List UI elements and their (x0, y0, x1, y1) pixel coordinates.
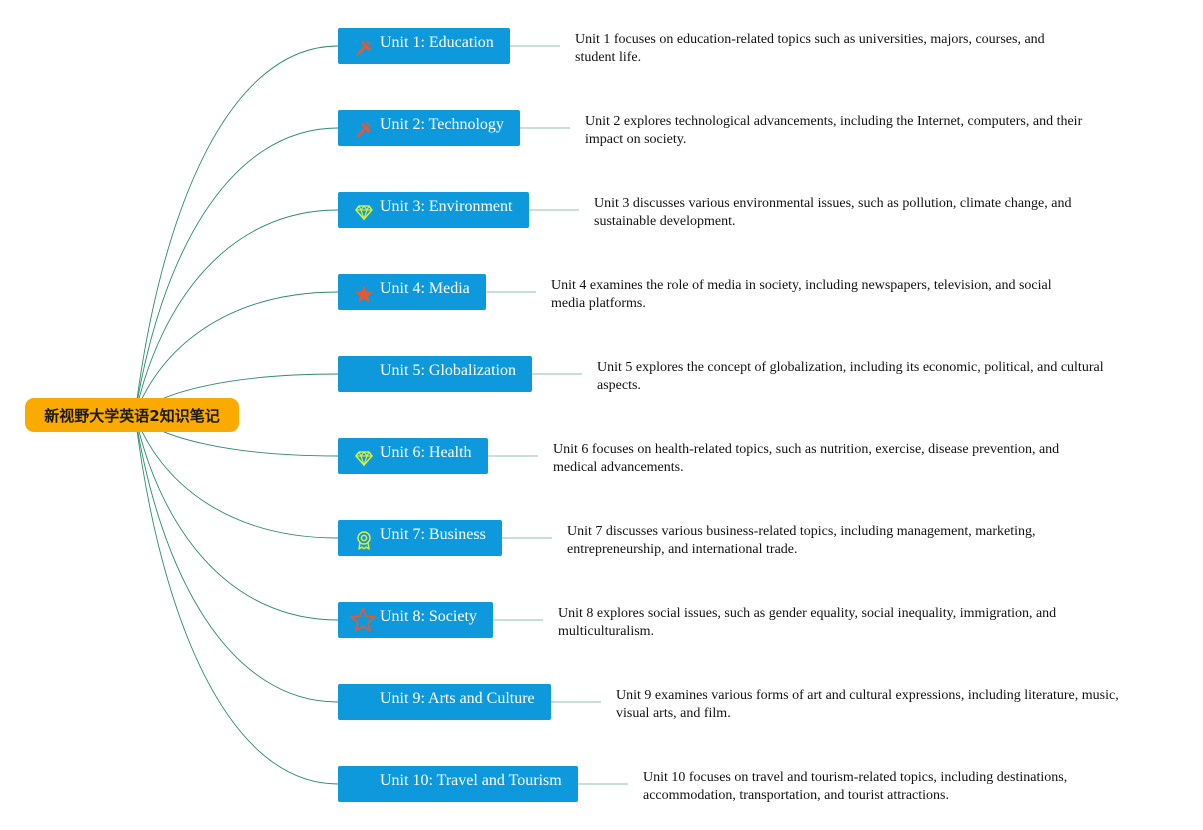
connector-curve (134, 414, 339, 539)
hammer-icon (354, 36, 374, 56)
unit-topic-label: Unit 3: Environment (380, 198, 513, 215)
diamond-icon (354, 446, 374, 467)
unit-topic-6[interactable]: Unit 6: Health (338, 438, 488, 474)
award-icon (354, 528, 374, 550)
unit-topic-label: Unit 5: Globalization (380, 362, 516, 379)
unit-topic-8[interactable]: Unit 8: Society (338, 602, 493, 638)
unit-topic-9[interactable]: Unit 9: Arts and Culture (338, 684, 551, 720)
root-topic[interactable]: 新视野大学英语2知识笔记 (25, 398, 239, 432)
unit-topic-label: Unit 7: Business (380, 526, 486, 543)
unit-topic-label: Unit 8: Society (380, 608, 477, 625)
unit-description-10[interactable]: Unit 10 focuses on travel and tourism-re… (643, 770, 1068, 803)
unit-topic-2[interactable]: Unit 2: Technology (338, 110, 520, 146)
unit-description-7[interactable]: Unit 7 discusses various business-relate… (567, 524, 1036, 557)
star-outline-icon (350, 607, 376, 632)
unit-description-5[interactable]: Unit 5 explores the concept of globaliza… (597, 360, 1104, 393)
unit-description-2[interactable]: Unit 2 explores technological advancemen… (585, 114, 1083, 147)
unit-topic-label: Unit 9: Arts and Culture (380, 690, 535, 707)
connector-curve (134, 414, 339, 785)
connector-curve (134, 414, 339, 703)
unit-topic-4[interactable]: Unit 4: Media (338, 274, 486, 310)
connector-curve (134, 127, 339, 416)
unit-description-6[interactable]: Unit 6 focuses on health-related topics,… (553, 442, 1060, 475)
hammer-icon (354, 118, 374, 138)
unit-description-3[interactable]: Unit 3 discusses various environmental i… (594, 196, 1072, 229)
unit-topic-10[interactable]: Unit 10: Travel and Tourism (338, 766, 578, 802)
unit-topic-3[interactable]: Unit 3: Environment (338, 192, 529, 228)
unit-topic-label: Unit 6: Health (380, 444, 472, 461)
unit-topic-label: Unit 2: Technology (380, 116, 504, 133)
unit-topic-label: Unit 10: Travel and Tourism (380, 772, 562, 789)
connector-curve (134, 414, 339, 621)
unit-topic-7[interactable]: Unit 7: Business (338, 520, 502, 556)
unit-description-4[interactable]: Unit 4 examines the role of media in soc… (551, 278, 1052, 311)
unit-topic-label: Unit 4: Media (380, 280, 470, 297)
root-topic-label: 新视野大学英语2知识笔记 (44, 406, 220, 425)
connector-curve (134, 209, 339, 416)
unit-description-8[interactable]: Unit 8 explores social issues, such as g… (558, 606, 1057, 639)
unit-topic-1[interactable]: Unit 1: Education (338, 28, 510, 64)
diamond-icon (354, 200, 374, 221)
star-filled-icon (354, 282, 374, 303)
connector-curve (134, 291, 339, 416)
unit-topic-label: Unit 1: Education (380, 34, 494, 51)
connector-curve (134, 45, 339, 416)
unit-description-9[interactable]: Unit 9 examines various forms of art and… (616, 688, 1119, 721)
unit-description-1[interactable]: Unit 1 focuses on education-related topi… (575, 32, 1045, 65)
unit-topic-5[interactable]: Unit 5: Globalization (338, 356, 532, 392)
